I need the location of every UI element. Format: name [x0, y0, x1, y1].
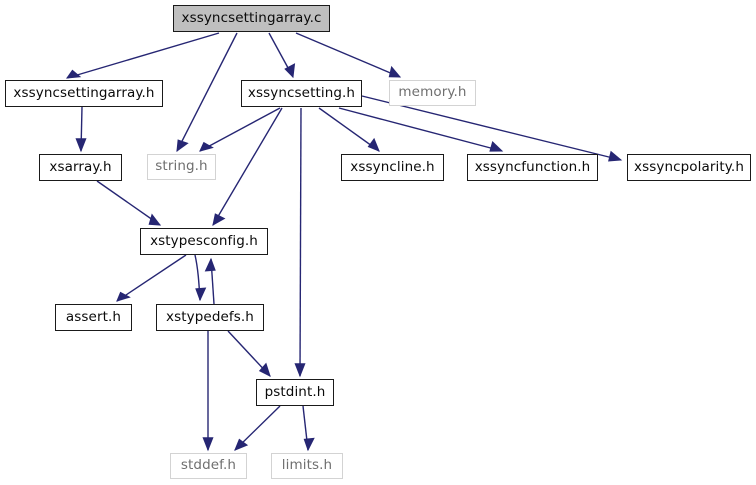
- edge-xstypedefs_h-to-xstypesconfig_h: [204, 257, 216, 305]
- node-label: xssyncsetting.h: [247, 84, 356, 101]
- arrowhead: [284, 63, 296, 79]
- graph-node-limits_h[interactable]: limits.h: [271, 453, 343, 479]
- arrowhead: [303, 437, 315, 452]
- graph-node-memory_h[interactable]: memory.h: [389, 80, 476, 106]
- node-label: xssyncsettingarray.h: [13, 84, 155, 101]
- node-label: assert.h: [65, 308, 122, 325]
- graph-node-xssyncfunction_h[interactable]: xssyncfunction.h: [467, 154, 598, 181]
- arrowhead: [176, 139, 189, 153]
- edge-xssyncsetting_h-to-pstdint_h: [294, 107, 306, 378]
- arrowhead: [234, 438, 249, 451]
- graph-node-xssyncline_h[interactable]: xssyncline.h: [341, 154, 444, 181]
- edge-xssyncsetting_h-to-xssyncline_h: [318, 107, 380, 152]
- edge-xssyncsettingarray_c-to-memory.h: [295, 32, 402, 78]
- arrowhead: [75, 138, 87, 153]
- arrowhead: [367, 137, 380, 152]
- arrowhead: [608, 150, 623, 162]
- edge-xsarray_h-to-xstypesconfig_h: [96, 180, 162, 226]
- node-label: pstdint.h: [264, 383, 326, 400]
- node-label: xssyncsettingarray.c: [181, 9, 322, 26]
- arrowhead: [202, 437, 214, 452]
- arrowhead: [388, 65, 402, 78]
- node-label: limits.h: [281, 457, 333, 474]
- edge-xssyncsetting_h-to-xstypesconfig_h: [212, 107, 283, 226]
- graph-node-stddef_h[interactable]: stddef.h: [170, 453, 247, 479]
- arrowhead: [116, 291, 131, 302]
- edge-xssyncsetting_h-to-xssyncpolarity_h: [361, 95, 623, 162]
- edge-pstdint_h-to-stddef_h: [234, 405, 281, 451]
- graph-node-xssyncsettingarray_c[interactable]: xssyncsettingarray.c: [173, 5, 330, 32]
- arrowhead: [258, 362, 271, 377]
- node-label: stddef.h: [180, 457, 237, 474]
- node-label: xstypesconfig.h: [150, 232, 258, 249]
- arrowhead: [489, 140, 504, 152]
- arrowhead: [148, 213, 162, 226]
- graph-node-string_h[interactable]: string.h: [147, 154, 216, 180]
- graph-node-xsarray_h[interactable]: xsarray.h: [39, 154, 122, 181]
- edge-xstypedefs_h-to-stddef_h: [202, 331, 214, 452]
- graph-node-xssyncsetting_h[interactable]: xssyncsetting.h: [241, 80, 362, 107]
- edge-xssyncsettingarray_c-to-xssyncsetting.h: [268, 32, 296, 79]
- arrowhead: [65, 69, 82, 79]
- node-label: xssyncpolarity.h: [634, 158, 744, 175]
- arrowhead: [204, 257, 216, 272]
- graph-node-xstypedefs_h[interactable]: xstypedefs.h: [156, 304, 264, 331]
- node-label: xssyncfunction.h: [474, 158, 591, 175]
- arrowhead: [195, 287, 207, 302]
- node-label: xssyncline.h: [350, 158, 435, 175]
- arrowhead: [294, 363, 306, 378]
- edge-xstypesconfig_h-to-assert_h: [116, 254, 187, 302]
- node-label: memory.h: [398, 84, 467, 101]
- arrowhead: [212, 213, 226, 226]
- edge-pstdint_h-to-limits_h: [302, 405, 315, 452]
- edge-xssyncsetting_h-to-xssyncfunction_h: [338, 107, 504, 152]
- graph-node-xstypesconfig_h[interactable]: xstypesconfig.h: [140, 228, 268, 255]
- edge-xssyncsettingarray_h-to-xsarray_h: [75, 106, 87, 153]
- edge-xstypedefs_h-to-pstdint_h: [227, 330, 271, 377]
- edge-xstypesconfig_h-to-xstypedefs_h: [194, 254, 207, 302]
- edge-xssyncsettingarray_c-to-xssyncsettingarray.h: [65, 32, 220, 79]
- edge-xssyncsettingarray_c-to-string.h: [176, 32, 238, 153]
- node-label: string.h: [155, 158, 208, 175]
- graph-node-pstdint_h[interactable]: pstdint.h: [256, 379, 334, 406]
- arrowhead: [199, 141, 214, 152]
- graph-node-xssyncsettingarray_h[interactable]: xssyncsettingarray.h: [5, 80, 163, 107]
- node-label: xstypedefs.h: [166, 308, 254, 325]
- node-label: xsarray.h: [49, 158, 112, 175]
- edge-xssyncsetting_h-to-string.h: [199, 107, 281, 152]
- graph-node-assert_h[interactable]: assert.h: [55, 304, 132, 331]
- graph-node-xssyncpolarity_h[interactable]: xssyncpolarity.h: [627, 154, 751, 181]
